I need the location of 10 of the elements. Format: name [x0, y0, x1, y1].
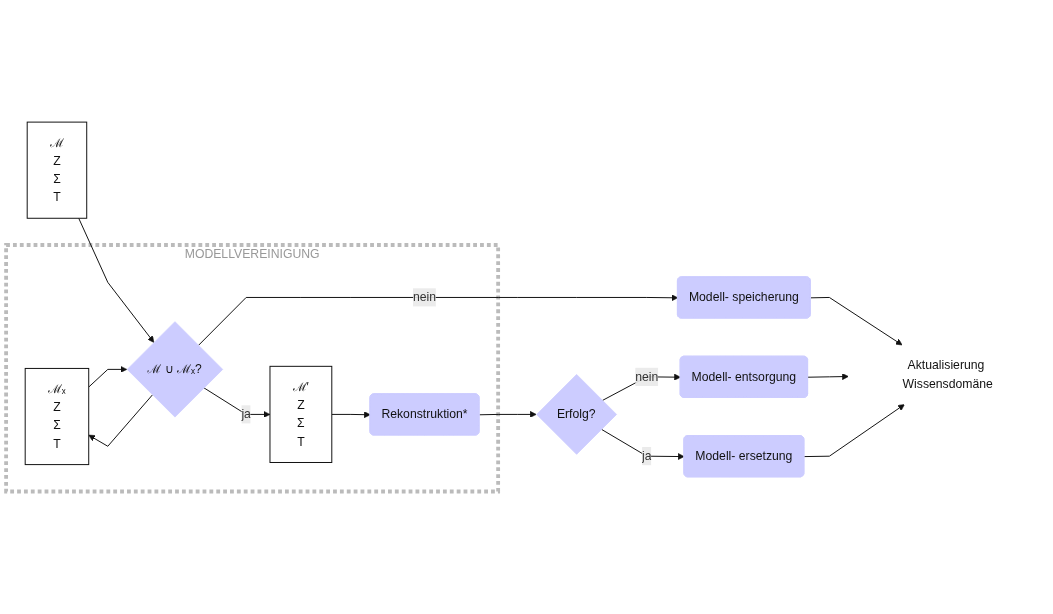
node-box: ℳ′ Z Σ T	[269, 366, 333, 464]
node-box: ℳₓ Z Σ T	[24, 368, 90, 466]
edge-label: nein	[412, 290, 437, 304]
node-box: ℳ Z Σ T	[26, 121, 88, 219]
edge-label: ja	[642, 449, 652, 463]
node-text: Aktualisierung Wissensdomäne	[902, 358, 993, 391]
edge-label: ja	[241, 407, 251, 421]
edge-label: nein	[635, 370, 659, 384]
node-diamond: ℳ ∪ ℳₓ?	[126, 321, 224, 418]
node-diamond: Erfolg?	[536, 374, 617, 455]
